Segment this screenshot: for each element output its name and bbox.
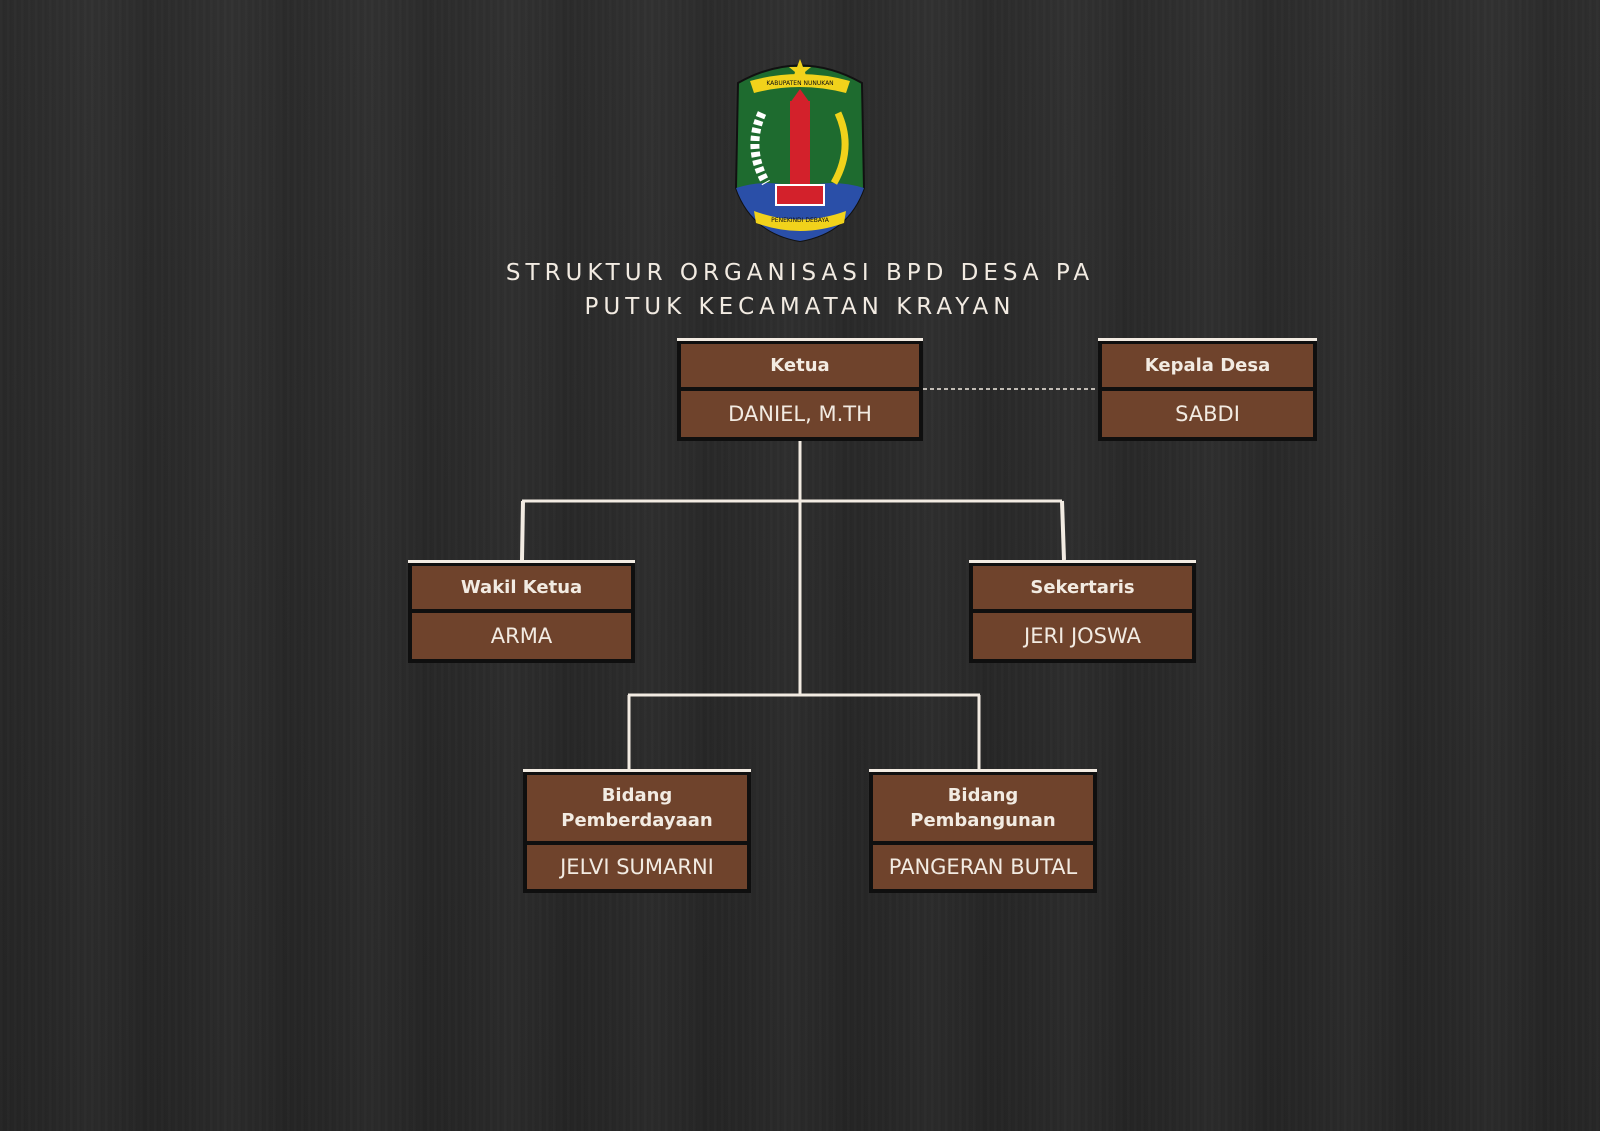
node-sekertaris-name: JERI JOSWA	[973, 613, 1192, 659]
connector-to-wakil-ketua	[520, 500, 525, 561]
svg-text:KABUPATEN NUNUKAN: KABUPATEN NUNUKAN	[766, 80, 833, 87]
regency-emblem-logo: KABUPATEN NUNUKAN PENEKINDI DEBAYA	[728, 53, 872, 243]
node-sekertaris: Sekertaris JERI JOSWA	[969, 560, 1196, 663]
node-bidang-pemberdayaan-name: JELVI SUMARNI	[527, 845, 747, 889]
node-bidang-pemberdayaan: Bidang Pemberdayaan JELVI SUMARNI	[523, 769, 751, 893]
svg-text:PENEKINDI DEBAYA: PENEKINDI DEBAYA	[771, 217, 830, 224]
node-ketua-name: DANIEL, M.TH	[681, 391, 919, 437]
node-bidang-pemberdayaan-role: Bidang Pemberdayaan	[527, 775, 747, 841]
node-wakil-ketua: Wakil Ketua ARMA	[408, 560, 635, 663]
node-ketua: Ketua DANIEL, M.TH	[677, 338, 923, 441]
chart-title-line-1: STRUKTUR ORGANISASI BPD DESA PA	[505, 260, 1095, 286]
node-wakil-ketua-role: Wakil Ketua	[412, 566, 631, 609]
connector-to-sekertaris	[1060, 500, 1066, 561]
node-bidang-pembangunan: Bidang Pembangunan PANGERAN BUTAL	[869, 769, 1097, 893]
node-bidang-pembangunan-role: Bidang Pembangunan	[873, 775, 1093, 841]
chart-title: STRUKTUR ORGANISASI BPD DESA PA PUTUK KE…	[400, 256, 1200, 324]
node-ketua-role: Ketua	[681, 344, 919, 387]
node-kepala-desa: Kepala Desa SABDI	[1098, 338, 1317, 441]
chart-title-line-2: PUTUK KECAMATAN KRAYAN	[584, 294, 1016, 320]
node-bidang-pembangunan-name: PANGERAN BUTAL	[873, 845, 1093, 889]
node-wakil-ketua-name: ARMA	[412, 613, 631, 659]
node-kepala-desa-name: SABDI	[1102, 391, 1313, 437]
node-kepala-desa-role: Kepala Desa	[1102, 344, 1313, 387]
node-sekertaris-role: Sekertaris	[973, 566, 1192, 609]
